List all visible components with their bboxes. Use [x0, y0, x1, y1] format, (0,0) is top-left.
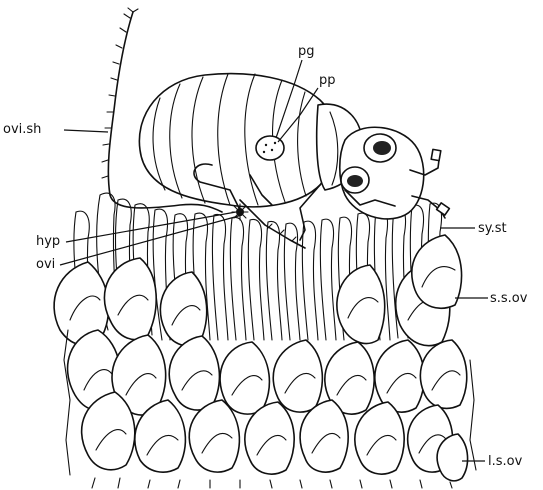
label-ls-ov: l.s.ov — [462, 454, 523, 469]
label-hyp-text: hyp — [36, 234, 60, 249]
label-ls-ov-text: l.s.ov — [488, 454, 523, 469]
label-pg-text: pg — [298, 44, 315, 59]
label-ss-ov: s.s.ov — [455, 291, 528, 306]
label-ss-ov-text: s.s.ov — [490, 291, 528, 306]
label-pp-text: pp — [319, 73, 336, 88]
abdomen — [139, 74, 335, 207]
insect-body — [102, 8, 449, 248]
label-sy-st-text: sy.st — [478, 221, 507, 236]
long-stalked-ovules — [64, 330, 476, 488]
label-ovi-sh: ovi.sh — [3, 122, 108, 137]
label-ovi-sh-text: ovi.sh — [3, 122, 41, 137]
label-ovi-text: ovi — [36, 257, 55, 272]
label-sy-st: sy.st — [440, 221, 507, 236]
